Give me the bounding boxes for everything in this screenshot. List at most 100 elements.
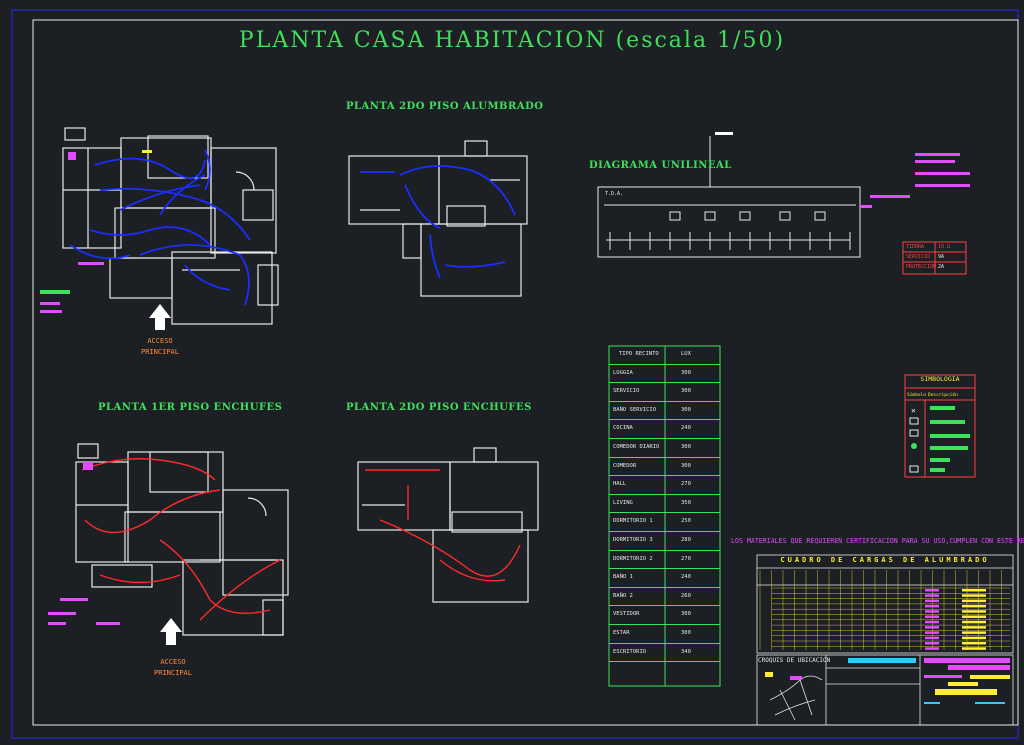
lux-recinto-cell: SERVICIO [613,388,640,395]
section-title-2do-enchufes: PLANTA 2DO PISO ENCHUFES [346,402,532,413]
symbology-col-description: Descripción [928,393,958,398]
lux-table-row: DORMITORIO 2 270 [609,551,720,570]
load-grid-mark [962,642,986,645]
lux-value-cell: 300 [681,388,691,395]
sheet-title: PLANTA CASA HABITACION (escala 1/50) [238,28,786,53]
lux-recinto-cell: DORMITORIO 3 [613,536,653,543]
lux-value-cell: 270 [681,555,691,562]
plan-3-accents [48,462,120,625]
lux-value-cell: 250 [681,518,691,525]
load-grid-mark [925,610,939,613]
title-block-accents [848,658,1010,704]
lux-table-row: SERVICIO 300 [609,383,720,402]
load-table [756,554,1014,654]
load-grid-mark [925,631,939,634]
load-grid-mark [925,599,939,603]
earth-row-1-value: 10 Ω [938,244,951,250]
lux-value-cell: 350 [681,499,691,506]
load-grid-mark [962,620,986,624]
plan-1er-piso-enchufes [75,443,289,636]
lux-table-row: BAÑO 2 260 [609,588,720,607]
section-title-1er-enchufes: PLANTA 1ER PISO ENCHUFES [98,402,283,413]
certification-note: LOS MATERIALES QUE REQUIEREN CERTIFICACI… [731,537,1024,545]
plan-1-lighting-circuits [69,149,251,306]
load-grid-mark [962,610,986,613]
lux-value-cell: 270 [681,481,691,488]
unilineal-diagram [597,136,861,258]
load-grid-mark [962,615,986,618]
load-grid-mark [925,615,939,618]
location-map [765,672,823,721]
lux-table-row: ESTAR 300 [609,625,720,644]
load-grid-mark [925,636,939,640]
lux-recinto-cell: ESTAR [613,629,630,636]
load-grid-mark [962,594,986,597]
lux-recinto-cell: COCINA [613,425,633,432]
lux-value-cell: 260 [681,592,691,599]
lux-value-cell: 240 [681,425,691,432]
plan-1-accents [40,150,152,313]
lux-table-row: BAÑO 1 240 [609,569,720,588]
access-label-1: ACCESO PRINCIPAL [141,337,179,356]
plan-1er-piso-alumbrado [62,127,279,325]
load-grid-mark [962,626,986,629]
load-grid-mark [925,642,939,645]
load-grid-mark [962,636,986,640]
load-grid-mark [925,589,939,592]
access-label-2: ACCESO PRINCIPAL [154,658,192,677]
symbology-col-symbol: Símbolo [907,393,926,398]
load-grid-mark [962,589,986,592]
access-arrow-1 [149,304,171,330]
lux-value-cell: 300 [681,629,691,636]
lux-recinto-cell: BAÑO SERVICIO [613,406,657,413]
plan-3-outlet-circuits [81,458,281,621]
lux-recinto-cell: BAÑO 1 [613,574,633,581]
plan-2do-piso-alumbrado [348,140,528,297]
lux-table-row: DORMITORIO 1 250 [609,513,720,532]
plan-2-lighting-circuits [360,165,516,279]
lux-recinto-cell: LOGGIA [613,369,633,376]
title-block [756,654,1014,726]
lux-value-cell: 240 [681,574,691,581]
lux-table-row: LIVING 350 [609,495,720,514]
load-grid-mark [962,599,986,603]
load-grid-mark [925,647,939,650]
load-grid-mark [962,604,986,608]
unilineal-notes [715,132,970,208]
lux-value-cell: 300 [681,611,691,618]
load-grid-mark [962,631,986,634]
plan-2do-piso-enchufes [357,447,539,603]
earth-row-2-label: SERVICIO [906,254,931,260]
earth-row-3-label: PROTECCION [906,264,937,270]
plan-4-outlet-circuits [365,469,521,582]
lux-recinto-cell: BAÑO 2 [613,592,633,599]
load-table-fill [759,570,1010,650]
lux-header-lux: LUX [681,351,691,357]
lux-recinto-cell: COMEDOR [613,462,637,469]
lux-recinto-cell: COMEDOR DIARIO [613,443,660,450]
lux-recinto-cell: DORMITORIO 1 [613,518,653,525]
load-grid-mark [925,594,939,597]
earth-row-3-value: 2A [938,264,945,270]
lux-recinto-cell: LIVING [613,499,633,506]
load-table-title: CUADRO DE CARGAS DE ALUMBRADO [780,556,990,564]
load-grid-mark [962,647,986,650]
unilineal-breakers [609,211,851,250]
lux-header-recinto: TIPO RECINTO [619,351,659,357]
section-title-unilineal: DIAGRAMA UNILINEAL [589,160,732,171]
lux-table-row: BAÑO SERVICIO 300 [609,402,720,421]
load-grid-mark [925,620,939,624]
load-grid-mark [925,604,939,608]
earth-row-2-value: 9A [938,254,945,260]
location-sketch-title: CROQUIS DE UBICACION [758,657,831,664]
svg-text:✕: ✕ [911,406,916,415]
lux-value-cell: 300 [681,406,691,413]
lux-recinto-cell: DORMITORIO 2 [613,555,653,562]
access-arrow-2 [160,618,182,645]
